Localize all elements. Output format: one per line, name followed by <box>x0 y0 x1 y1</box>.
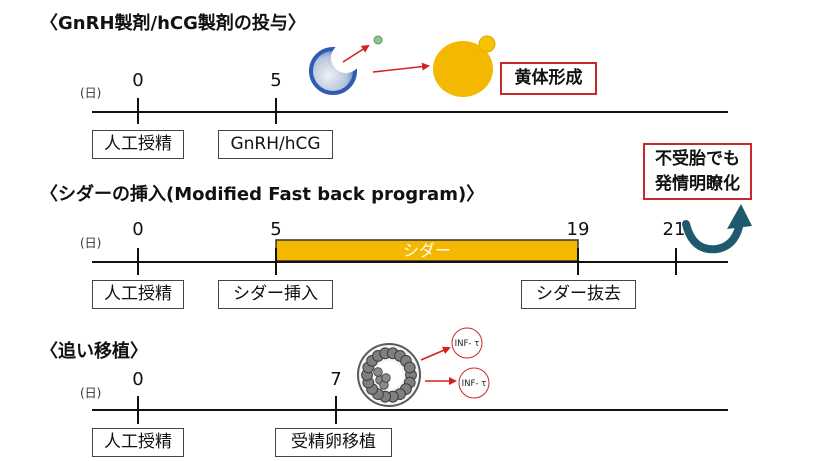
event-box-gnrh-hcg: GnRH/hCG <box>218 130 333 159</box>
event-box-insemination: 人工授精 <box>92 280 184 309</box>
curved-arrow-head <box>727 204 752 229</box>
event-box-cidr-removal: シダー抜去 <box>521 280 636 309</box>
signal-circle-1 <box>451 327 483 359</box>
signal-arrow-1 <box>420 346 451 361</box>
event-box-embryo-transfer: 受精卵移植 <box>275 428 392 457</box>
timeline-2-day-unit: (日) <box>80 236 102 250</box>
signal-circle-icon: INF- τ <box>451 327 483 359</box>
inner-cell-mass-cell <box>373 367 383 377</box>
ovulation-arrow <box>342 44 370 63</box>
timeline-3-day-label-7: 7 <box>330 369 342 390</box>
timeline-3-day-unit: (日) <box>80 386 102 400</box>
event-box-insemination: 人工授精 <box>92 130 184 159</box>
embryo-cells <box>361 347 417 403</box>
estrus-outcome-line-2: 発情明瞭化 <box>655 174 740 194</box>
corpus-luteum-body <box>433 41 493 97</box>
signal-label-2: INF- τ <box>462 379 487 389</box>
section-1-title: 〈GnRH製剤/hCG製剤の投与〉 <box>40 13 306 34</box>
cidr-bar-label: シダー <box>402 241 451 260</box>
timeline-1-day-unit: (日) <box>80 86 102 100</box>
timeline-3-day-label-0: 0 <box>132 369 144 390</box>
signal-circle-2 <box>458 367 490 399</box>
timeline-2-day-label-21: 21 <box>662 219 686 240</box>
section-2-title: 〈シダーの挿入(Modified Fast back program)〉 <box>40 184 485 205</box>
event-box-insemination: 人工授精 <box>92 428 184 457</box>
event-box-cidr-insertion: シダー挿入 <box>218 280 333 309</box>
corpus-luteum-bump <box>478 35 496 53</box>
timeline-1-day-label-0: 0 <box>132 70 144 91</box>
corpus-luteum-icon <box>433 35 496 97</box>
section-3-title: 〈追い移植〉 <box>40 341 148 362</box>
timeline-1-day-label-5: 5 <box>270 70 282 91</box>
signal-label-1: INF- τ <box>455 339 480 349</box>
luteinization-arrow <box>372 62 430 73</box>
curved-arrow-shaft <box>682 220 743 254</box>
estrus-outcome-line-1: 不受胎でも <box>655 149 740 169</box>
estrus-outcome-box: 不受胎でも 発情明瞭化 <box>643 143 752 200</box>
timeline-2-day-label-5: 5 <box>270 219 282 240</box>
follicle-rupture-cutout <box>331 43 361 73</box>
oocyte-icon <box>373 35 383 45</box>
timeline-2-day-label-19: 19 <box>566 219 590 240</box>
signal-circle-icon: INF- τ <box>458 367 490 399</box>
blastocyst-icon <box>357 343 421 407</box>
trophoblast-cell <box>403 361 416 374</box>
ovulating-follicle-icon <box>309 43 361 95</box>
curved-arrow-icon <box>682 204 752 254</box>
timeline-2-day-label-0: 0 <box>132 219 144 240</box>
corpus-luteum-outcome-box: 黄体形成 <box>500 62 597 95</box>
inner-cell-mass-cell <box>381 373 391 383</box>
